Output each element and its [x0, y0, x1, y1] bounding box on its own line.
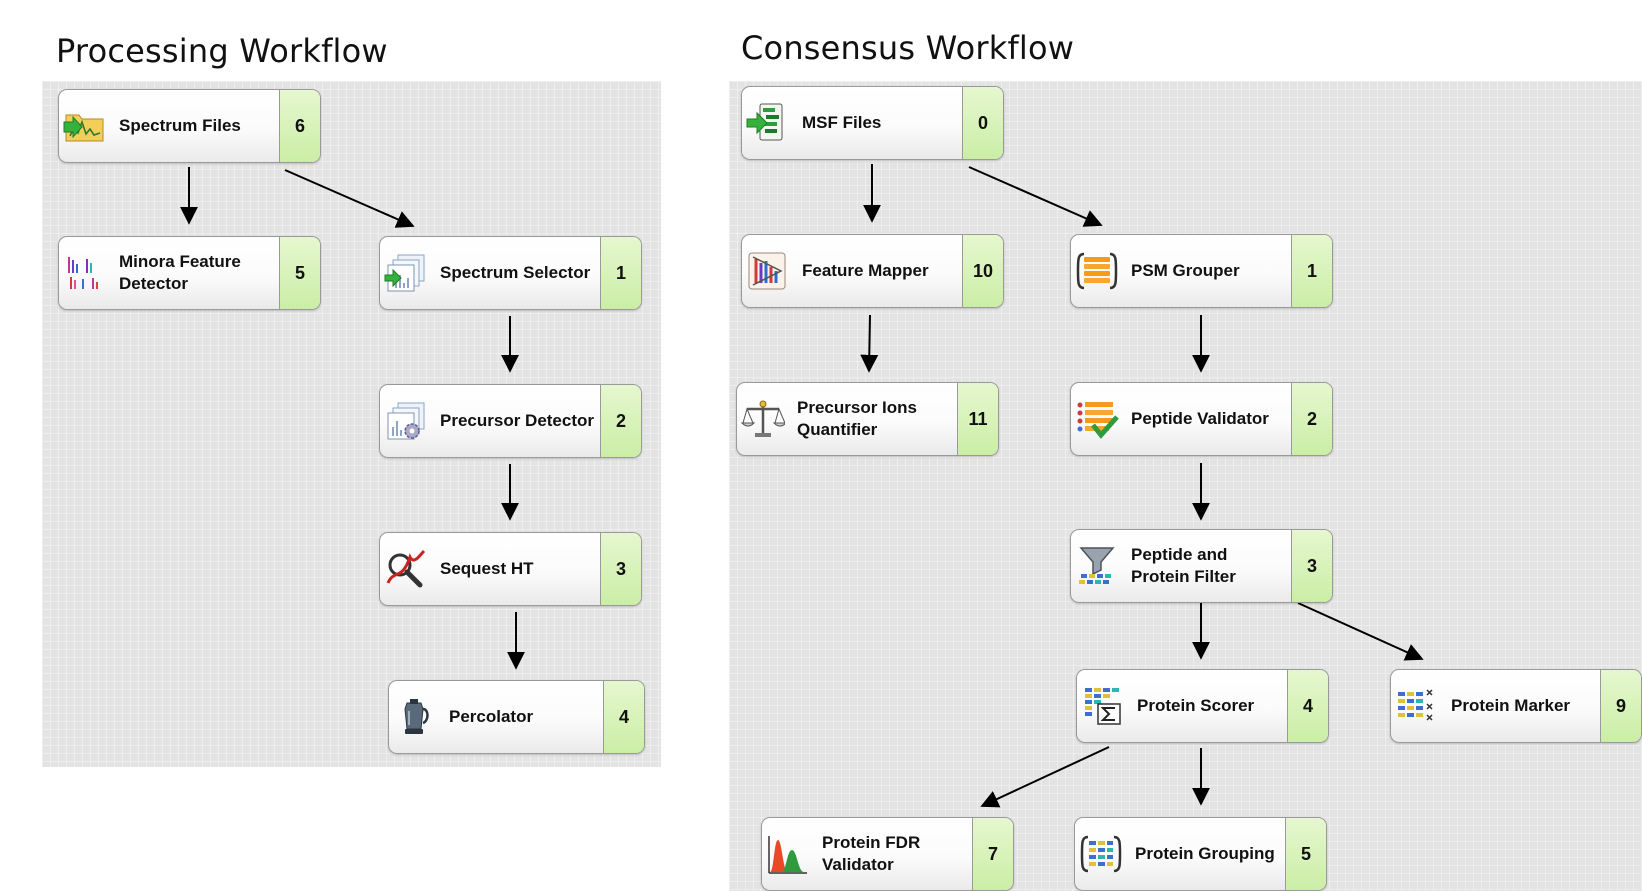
node-number: 7	[972, 818, 1013, 890]
node-protein-marker[interactable]: Protein Marker 9	[1390, 669, 1642, 743]
processing-workflow-canvas[interactable]: Spectrum Files 6 Minora Feature Detector…	[42, 81, 661, 767]
node-number: 0	[962, 87, 1003, 159]
protein-grouping-icon	[1075, 818, 1127, 890]
node-precursor-detector[interactable]: Precursor Detector 2	[379, 384, 642, 458]
node-number: 1	[600, 237, 641, 309]
spectrum-selector-icon	[380, 237, 432, 309]
node-protein-grouping[interactable]: Protein Grouping 5	[1074, 817, 1327, 891]
psm-grouper-icon	[1071, 235, 1123, 307]
node-feature-mapper[interactable]: Feature Mapper 10	[741, 234, 1004, 308]
node-number: 3	[600, 533, 641, 605]
node-label: Spectrum Files	[119, 116, 241, 135]
spectrum-files-icon	[59, 90, 111, 162]
feature-mapper-icon	[742, 235, 794, 307]
node-label: Protein Marker	[1451, 696, 1571, 715]
protein-scorer-icon	[1077, 670, 1129, 742]
node-label: Protein Scorer	[1137, 696, 1255, 715]
edge-spectrum-files-to-spectrum-selector	[284, 169, 415, 228]
node-label: Precursor Ions Quantifier	[797, 398, 917, 439]
node-label: Precursor Detector	[440, 411, 595, 430]
node-spectrum-files[interactable]: Spectrum Files 6	[58, 89, 321, 163]
node-precursor-ions-quantifier[interactable]: Precursor Ions Quantifier 11	[736, 382, 999, 456]
node-label: MSF Files	[802, 113, 882, 132]
node-number: 4	[603, 681, 644, 753]
node-protein-scorer[interactable]: Protein Scorer 4	[1076, 669, 1329, 743]
node-label: Minora Feature Detector	[119, 252, 241, 293]
processing-workflow-title: Processing Workflow	[56, 32, 388, 70]
node-label: Sequest HT	[440, 559, 534, 578]
node-protein-fdr-validator[interactable]: Protein FDR Validator 7	[761, 817, 1014, 891]
sequest-icon	[380, 533, 432, 605]
node-psm-grouper[interactable]: PSM Grouper 1	[1070, 234, 1333, 308]
node-sequest-ht[interactable]: Sequest HT 3	[379, 532, 642, 606]
node-label: Feature Mapper	[802, 261, 929, 280]
node-label: Protein FDR Validator	[822, 833, 921, 874]
consensus-connectors	[860, 164, 1424, 808]
msf-files-icon	[742, 87, 794, 159]
node-label: Percolator	[449, 707, 534, 726]
consensus-workflow-canvas[interactable]: MSF Files 0 Feature Mapper 10 PSM Groupe…	[729, 81, 1642, 891]
node-label: Peptide and Protein Filter	[1131, 545, 1236, 586]
node-number: 5	[279, 237, 320, 309]
edge-feature-mapper-to-quantifier	[860, 314, 879, 373]
edge-protein-scorer-to-fdr-validator	[980, 746, 1110, 808]
node-percolator[interactable]: Percolator 4	[388, 680, 645, 754]
fdr-validator-icon	[762, 818, 814, 890]
node-number: 1	[1291, 235, 1332, 307]
peptide-validator-icon	[1071, 383, 1123, 455]
node-number: 6	[279, 90, 320, 162]
node-label: Spectrum Selector	[440, 263, 591, 282]
node-number: 10	[962, 235, 1003, 307]
node-peptide-and-protein-filter[interactable]: Peptide and Protein Filter 3	[1070, 529, 1333, 603]
node-number: 5	[1285, 818, 1326, 890]
consensus-workflow-title: Consensus Workflow	[741, 29, 1075, 67]
node-spectrum-selector[interactable]: Spectrum Selector 1	[379, 236, 642, 310]
node-number: 3	[1291, 530, 1332, 602]
node-number: 2	[1291, 383, 1332, 455]
node-number: 11	[957, 383, 998, 455]
filter-icon	[1071, 530, 1123, 602]
node-label: PSM Grouper	[1131, 261, 1240, 280]
node-minora-feature-detector[interactable]: Minora Feature Detector 5	[58, 236, 321, 310]
precursor-detector-icon	[380, 385, 432, 457]
edge-filter-to-protein-marker	[1297, 602, 1424, 661]
node-number: 4	[1287, 670, 1328, 742]
node-label: Protein Grouping	[1135, 844, 1275, 863]
node-number: 9	[1600, 670, 1641, 742]
minora-feature-icon	[59, 237, 111, 309]
percolator-icon	[389, 681, 441, 753]
node-label: Peptide Validator	[1131, 409, 1269, 428]
node-peptide-validator[interactable]: Peptide Validator 2	[1070, 382, 1333, 456]
edge-msf-to-psm-grouper	[968, 166, 1103, 227]
protein-marker-icon	[1391, 670, 1443, 742]
node-number: 2	[600, 385, 641, 457]
node-msf-files[interactable]: MSF Files 0	[741, 86, 1004, 160]
scale-icon	[737, 383, 789, 455]
